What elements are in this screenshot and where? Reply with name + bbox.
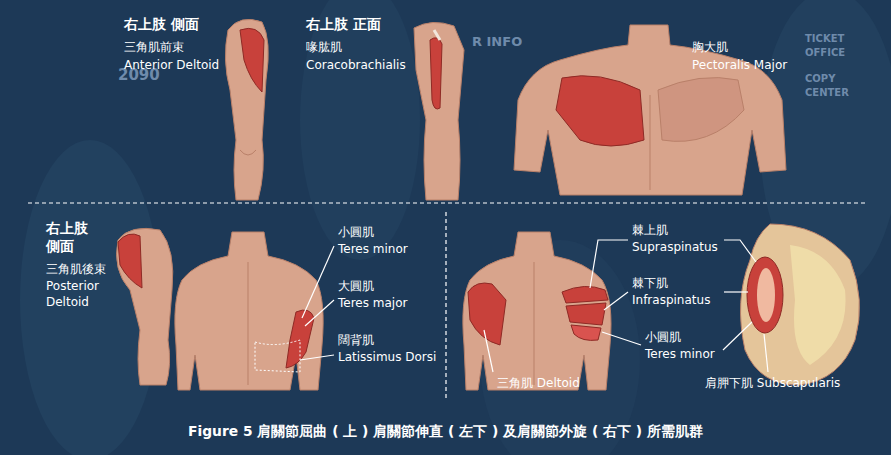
torso-skin [463, 232, 611, 390]
section-outline [741, 224, 860, 385]
muscle-name-zh: 三角肌後束 [46, 262, 106, 278]
rotator-ring [747, 257, 783, 333]
muscle-name-zh: 棘下肌 [632, 276, 668, 292]
muscle-name-zh: 大圓肌 [338, 279, 374, 295]
leader-line [604, 292, 628, 310]
muscle-label: 三角肌 Deltoid [497, 376, 580, 392]
leader-line [724, 291, 748, 292]
leader-line [484, 330, 493, 372]
watermark: R INFO [472, 34, 522, 51]
muscle-label: 肩胛下肌 Subscapularis [705, 376, 840, 392]
leader-line [305, 300, 334, 326]
arm-skin [117, 228, 173, 385]
humeral-head [757, 268, 775, 322]
posterior-deltoid [118, 234, 142, 288]
arm-side-figure [117, 228, 173, 385]
tendon [434, 30, 440, 40]
chest-muscle [658, 78, 744, 142]
figure-caption: Figure 5 肩關節屈曲 ( 上 ) 肩關節伸直 ( 左下 ) 及肩關節外旋… [0, 423, 891, 441]
leader-line [590, 240, 628, 288]
arm-side-figure [225, 19, 268, 200]
muscle-name-zh: 喙肱肌 [306, 40, 342, 56]
dashed-divider [28, 202, 865, 203]
leader-line [602, 332, 641, 345]
shoulder-section-figure [741, 224, 860, 385]
latissimus-outline [255, 340, 300, 372]
elbow-line [240, 150, 256, 155]
leader-lines [300, 240, 768, 372]
muscle-name-en: Teres major [338, 296, 407, 312]
midline [650, 95, 651, 190]
muscle-name-zh: 小圓肌 [338, 225, 374, 241]
watermark: OFFICE [805, 46, 845, 59]
arm-front-figure [414, 22, 464, 200]
leader-line [300, 355, 334, 360]
spine-line [248, 262, 249, 385]
panel-heading: 右上肢 側面 [124, 15, 199, 33]
torso-back-figure [175, 232, 323, 390]
supraspinatus [562, 286, 608, 303]
muscle-name-en: Teres minor [338, 242, 408, 258]
watermark: TICKET [805, 32, 844, 45]
panel-heading: 右上肢 正面 [306, 15, 381, 33]
torso-skin [514, 25, 786, 195]
muscle-name-zh: 闊背肌 [338, 333, 374, 349]
spine-line [534, 262, 535, 385]
teres-minor [571, 325, 601, 340]
leader-line [302, 246, 334, 318]
coracobrachialis [430, 38, 442, 109]
divider-lines [28, 203, 865, 400]
arm-skin [225, 19, 268, 200]
deltoid [468, 283, 506, 345]
torso-skin [175, 232, 323, 390]
muscle-name-zh: 三角肌前束 [124, 40, 184, 56]
leader-line [724, 240, 756, 262]
watermark: CENTER [805, 86, 849, 99]
section-interior [790, 245, 846, 365]
muscle-name-en: Latissimus Dorsi [338, 350, 436, 366]
muscle-name-en: Supraspinatus [632, 240, 718, 256]
pectoralis-major [556, 76, 644, 146]
muscle-name-en: Posterior Deltoid [46, 279, 110, 310]
leader-line [764, 334, 768, 372]
panel-heading: 右上肢 側面 [46, 219, 94, 255]
muscle-name-en: Anterior Deltoid [124, 58, 219, 74]
muscle-name-en: Coracobrachialis [306, 58, 406, 74]
muscle-name-zh: 小圓肌 [645, 330, 681, 346]
muscle-name-zh: 胸大肌 [692, 40, 728, 56]
watermark: COPY [805, 72, 835, 85]
torso-back-figure [463, 232, 611, 390]
muscle-name-zh: 棘上肌 [632, 223, 668, 239]
arm-skin [414, 22, 464, 200]
leader-line [723, 322, 752, 350]
torso-front-figure [514, 25, 786, 195]
bg-figure [300, 0, 420, 260]
muscle-name-en: Teres minor [645, 347, 715, 363]
background-texture [20, 0, 891, 455]
anterior-deltoid [240, 28, 264, 92]
dashed-divider [445, 212, 446, 400]
muscle-name-en: Pectoralis Major [692, 58, 787, 74]
muscle-name-en: Infraspinatus [632, 293, 710, 309]
infraspinatus [566, 303, 606, 325]
